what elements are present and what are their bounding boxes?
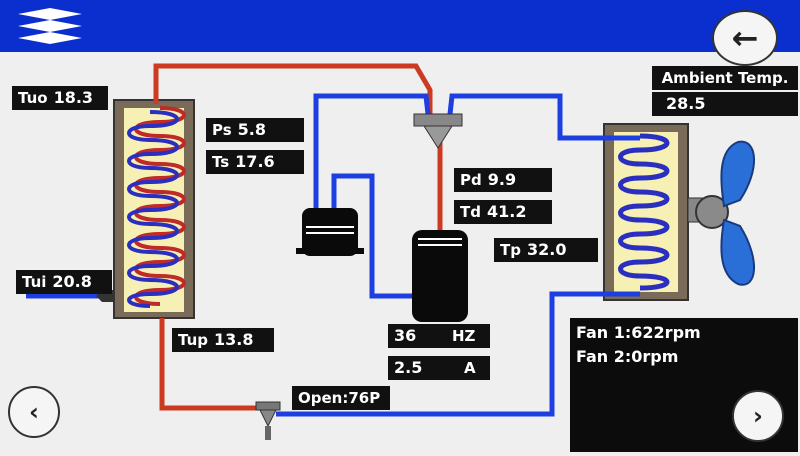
tuo-value: 18.3 <box>53 88 94 107</box>
td-readout: Td 41.2 <box>454 200 552 224</box>
tp-label: Tp <box>500 241 521 259</box>
tui-value: 20.8 <box>52 272 92 291</box>
tuo-label: Tuo <box>18 89 48 107</box>
pd-label: Pd <box>460 171 482 189</box>
cold-pipes <box>26 93 640 417</box>
right-heat-exchanger <box>603 123 689 301</box>
frequency-unit: HZ <box>452 327 476 345</box>
previous-page-button[interactable]: ‹ <box>8 386 60 438</box>
expansion-valve-readout: Open:76P <box>292 386 390 410</box>
tup-value: 13.8 <box>214 330 254 349</box>
back-arrow-icon: ← <box>731 19 759 57</box>
back-button[interactable]: ← <box>712 10 778 66</box>
fan1-status: Fan 1:622rpm <box>576 323 701 342</box>
fan2-status: Fan 2:0rpm <box>576 347 679 366</box>
tp-value: 32.0 <box>526 240 567 259</box>
tuo-readout: Tuo 18.3 <box>12 86 108 110</box>
left-heat-exchanger <box>113 99 195 319</box>
expansion-valve-text: Open:76P <box>298 389 381 407</box>
pd-readout: Pd 9.9 <box>454 168 552 192</box>
tp-readout: Tp 32.0 <box>494 238 598 262</box>
ambient-temp-value: 28.5 <box>652 92 798 116</box>
current-unit: A <box>464 359 476 377</box>
ps-readout: Ps 5.8 <box>206 118 304 142</box>
frequency-value: 36 <box>394 326 417 345</box>
hot-pipes <box>153 63 443 411</box>
chevron-left-icon: ‹ <box>29 398 39 426</box>
td-value: 41.2 <box>486 202 527 221</box>
next-page-button[interactable]: › <box>732 390 784 442</box>
tup-label: Tup <box>178 331 208 349</box>
header-bar <box>0 0 800 52</box>
ts-label: Ts <box>212 153 230 171</box>
compressor-frequency-readout: 36 HZ <box>388 324 490 348</box>
fan-icon <box>687 140 755 286</box>
tup-readout: Tup 13.8 <box>172 328 274 352</box>
compressor-icon <box>412 230 468 322</box>
expansion-valve-icon <box>255 401 281 440</box>
four-way-valve-icon <box>413 113 463 149</box>
ps-value: 5.8 <box>237 120 267 139</box>
ambient-temp-title: Ambient Temp. <box>652 66 798 90</box>
ts-value: 17.6 <box>235 152 275 171</box>
tui-readout: Tui 20.8 <box>16 270 112 294</box>
compressor-current-readout: 2.5 A <box>388 356 490 380</box>
tui-label: Tui <box>22 273 47 291</box>
ts-readout: Ts 17.6 <box>206 150 304 174</box>
brand-logo <box>18 8 82 44</box>
current-value: 2.5 <box>394 358 423 377</box>
td-label: Td <box>460 203 481 221</box>
pd-value: 9.9 <box>487 170 517 189</box>
accumulator-icon <box>296 208 364 256</box>
ps-label: Ps <box>212 121 232 139</box>
chevron-right-icon: › <box>753 402 763 430</box>
